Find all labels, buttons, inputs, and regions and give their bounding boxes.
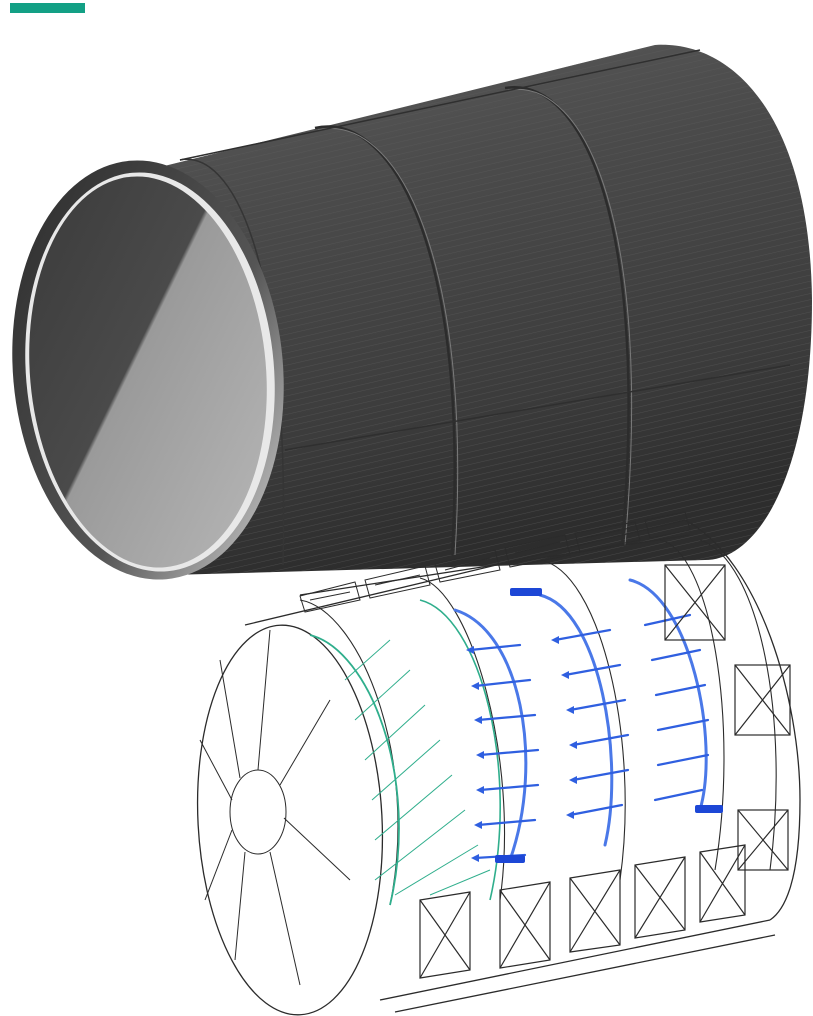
panel-seams — [179, 49, 791, 451]
sketch-outline — [196, 519, 801, 1016]
accent-bar — [10, 3, 85, 13]
arrow-heads — [466, 636, 577, 862]
cylinder-open-end — [12, 160, 284, 580]
cylinder-body — [140, 44, 812, 576]
bottom-truss-boxes — [419, 844, 746, 979]
end-cap-spokes — [199, 629, 351, 986]
hatch-band — [309, 599, 501, 906]
flow-arrows — [453, 578, 710, 862]
band-markers — [495, 588, 723, 863]
top-truss-boxes — [299, 511, 691, 613]
side-truss-boxes — [664, 564, 791, 871]
ring-seam-highlights — [317, 88, 633, 556]
